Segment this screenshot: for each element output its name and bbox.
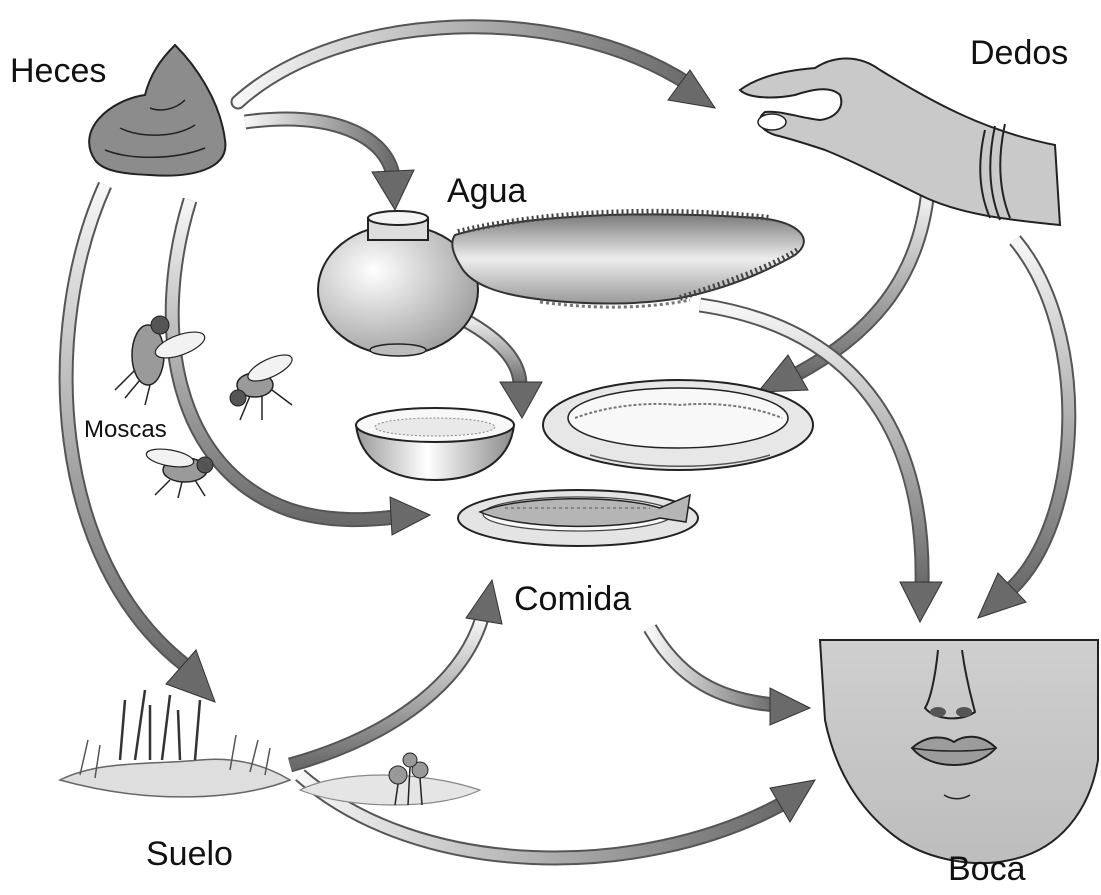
feces-icon (89, 45, 225, 176)
face-icon (820, 640, 1098, 863)
label-comida: Comida (514, 580, 631, 619)
arrow-heces-dedos (238, 27, 715, 108)
hand-icon (740, 58, 1060, 225)
label-dedos: Dedos (970, 34, 1068, 73)
label-moscas: Moscas (84, 416, 167, 444)
pond-icon (452, 212, 804, 307)
fly-icon (230, 350, 296, 420)
fly-icon (145, 446, 213, 498)
arrow-agua-comida (455, 315, 542, 418)
arrow-dedos-boca (978, 240, 1069, 618)
water-pot-icon (318, 211, 478, 356)
bowl-icon (356, 408, 514, 480)
label-heces: Heces (10, 52, 106, 91)
label-agua: Agua (447, 172, 526, 211)
label-boca: Boca (948, 850, 1026, 889)
plate-rice-icon (543, 380, 813, 470)
plate-fish-icon (458, 490, 698, 546)
arrow-heces-agua (245, 119, 414, 210)
label-suelo: Suelo (146, 835, 233, 874)
arrow-comida-boca (650, 628, 810, 725)
arrow-suelo-comida (290, 580, 502, 765)
fly-icon (115, 316, 208, 405)
